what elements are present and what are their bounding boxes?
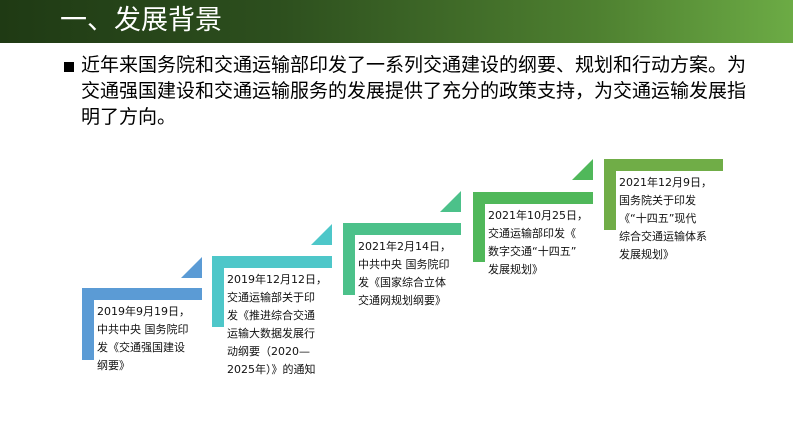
step-text-line: 2021年2月14日， — [358, 240, 451, 253]
step-text: 2019年9月19日， 中共中央 国务院印发《交通强国建设纲要》 — [97, 303, 190, 375]
step-text-line: 运输大数据发展行 — [227, 327, 315, 340]
step-top-bar — [343, 223, 461, 235]
step-text-line: 国务院关于印发 — [619, 194, 696, 207]
step-text-line: 2019年9月19日， — [97, 305, 190, 318]
step-text: 2021年12月9日， 国务院关于印发《“十四五”现代综合交通运输体系发展规划》 — [619, 174, 712, 264]
step-text-line: 发展规划》 — [488, 263, 543, 276]
step-text-line: 中共中央 国务院印 — [97, 323, 189, 336]
intro-paragraph: 近年来国务院和交通运输部印发了一系列交通建设的纲要、规划和行动方案。为交通强国建… — [81, 54, 747, 128]
step-text: 2019年12月12日， 交通运输部关于印发《推进综合交通运输大数据发展行动纲要（… — [227, 271, 327, 379]
title-banner: 一、发展背景 — [0, 0, 793, 43]
step-text-line: 2025年）》的通知 — [227, 363, 316, 376]
step-text-line: 发展规划》 — [619, 248, 674, 261]
bullet-square-icon — [64, 62, 74, 72]
step-text-line: 动纲要（2020— — [227, 345, 310, 358]
step-left-bar — [212, 256, 224, 327]
step-text-line: 发《推进综合交通 — [227, 309, 315, 322]
page-title: 一、发展背景 — [60, 5, 222, 36]
step-left-bar — [473, 192, 485, 262]
step-top-bar — [604, 159, 723, 171]
step-text-line: 交通运输部印发《 — [488, 227, 576, 240]
step-text: 2021年10月25日， 交通运输部印发《数字交通“十四五” 发展规划》 — [488, 207, 588, 279]
step-text-line: 数字交通“十四五” — [488, 245, 577, 258]
step-top-bar — [82, 288, 202, 300]
step-text-line: 发《国家综合立体 — [358, 276, 446, 289]
step-text-line: 交通网规划纲要》 — [358, 294, 446, 307]
step-text-line: 纲要》 — [97, 359, 130, 372]
step-top-bar — [212, 256, 332, 268]
step-left-bar — [343, 223, 355, 295]
step-arrow-triangle-icon — [181, 257, 202, 278]
step-text-line: 2021年10月25日， — [488, 209, 588, 222]
step-text-line: 综合交通运输体系 — [619, 230, 707, 243]
step-text-line: 中共中央 国务院印 — [358, 258, 450, 271]
step-arrow-triangle-icon — [311, 224, 332, 245]
step-left-bar — [82, 288, 94, 360]
step-arrow-triangle-icon — [572, 159, 593, 180]
step-text-line: 交通运输部关于印 — [227, 291, 315, 304]
step-text-line: 发《交通强国建设 — [97, 341, 185, 354]
step-arrow-triangle-icon — [440, 191, 461, 212]
step-left-bar — [604, 159, 616, 230]
step-text-line: 2019年12月12日， — [227, 273, 327, 286]
step-text-line: 《“十四五”现代 — [619, 212, 697, 225]
step-text: 2021年2月14日， 中共中央 国务院印发《国家综合立体交通网规划纲要》 — [358, 238, 451, 310]
step-text-line: 2021年12月9日， — [619, 176, 712, 189]
step-top-bar — [473, 192, 593, 204]
